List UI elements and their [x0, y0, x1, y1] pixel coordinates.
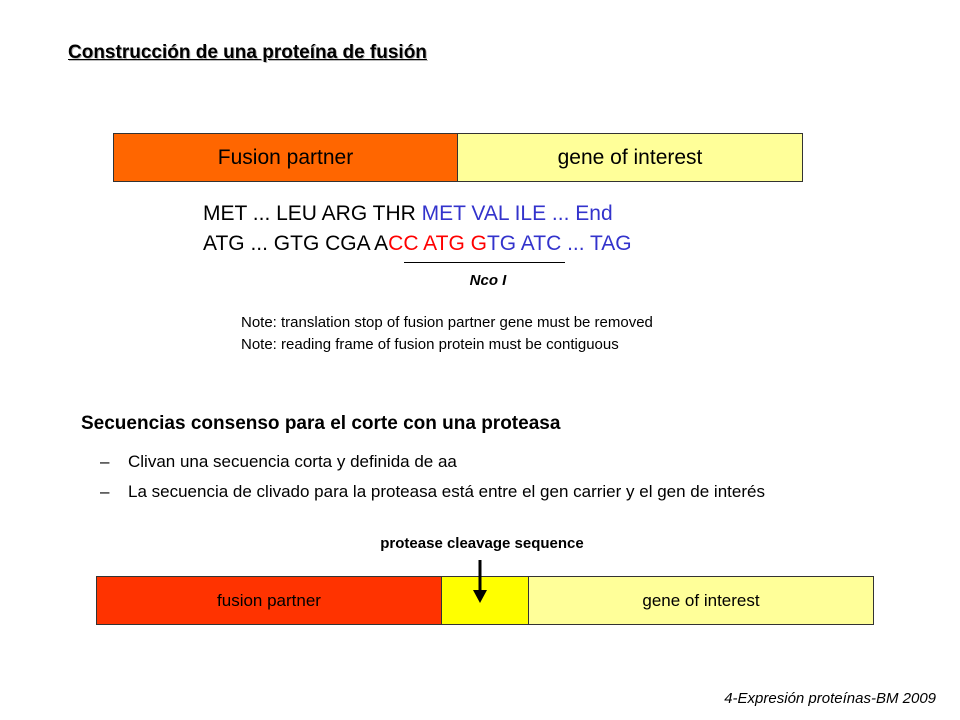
cleavage-site-block — [441, 576, 529, 625]
gene-of-interest-label-2: gene of interest — [642, 590, 760, 610]
nt-seq-partner: ATG ... GTG CGA A — [203, 232, 389, 255]
nco-site-label: Nco I — [469, 272, 507, 289]
gene-of-interest-block: gene of interest — [457, 133, 803, 182]
bullet-item: –Clivan una secuencia corta y definida d… — [100, 452, 457, 472]
fusion-partner-label-2: fusion partner — [217, 590, 321, 610]
fusion-partner-block: Fusion partner — [113, 133, 458, 182]
nco-site-underline — [404, 262, 565, 263]
nucleotide-sequence: ATG ... GTG CGA ACC ATG GTG ATC ... TAG — [203, 232, 632, 256]
fusion-partner-block-2: fusion partner — [96, 576, 442, 625]
aa-seq-target: MET VAL ILE ... End — [421, 202, 613, 225]
note-translation-stop: Note: translation stop of fusion partner… — [241, 314, 653, 331]
gene-of-interest-block-2: gene of interest — [528, 576, 874, 625]
gene-of-interest-label: gene of interest — [557, 145, 703, 169]
nt-seq-nco-site: CC ATG G — [388, 232, 487, 255]
bullet-marker: – — [100, 482, 110, 501]
nt-seq-target: TG ATC ... TAG — [486, 232, 632, 255]
bullet-text: Clivan una secuencia corta y definida de… — [128, 452, 457, 471]
fusion-partner-label: Fusion partner — [217, 145, 354, 169]
section-title: Secuencias consenso para el corte con un… — [81, 413, 561, 434]
footer-label: 4-Expresión proteínas-BM 2009 — [724, 690, 936, 707]
cleavage-arrow-icon — [473, 560, 487, 603]
bullet-text: La secuencia de clivado para la proteasa… — [128, 482, 765, 501]
amino-acid-sequence: MET ... LEU ARG THR MET VAL ILE ... End — [203, 202, 613, 226]
slide-title: Construcción de una proteína de fusión — [68, 42, 427, 63]
cleavage-label: protease cleavage sequence — [380, 535, 584, 552]
bullet-marker: – — [100, 452, 110, 471]
bullet-item: –La secuencia de clivado para la proteas… — [100, 482, 765, 502]
aa-seq-partner: MET ... LEU ARG THR — [203, 202, 422, 225]
note-reading-frame: Note: reading frame of fusion protein mu… — [241, 336, 619, 353]
